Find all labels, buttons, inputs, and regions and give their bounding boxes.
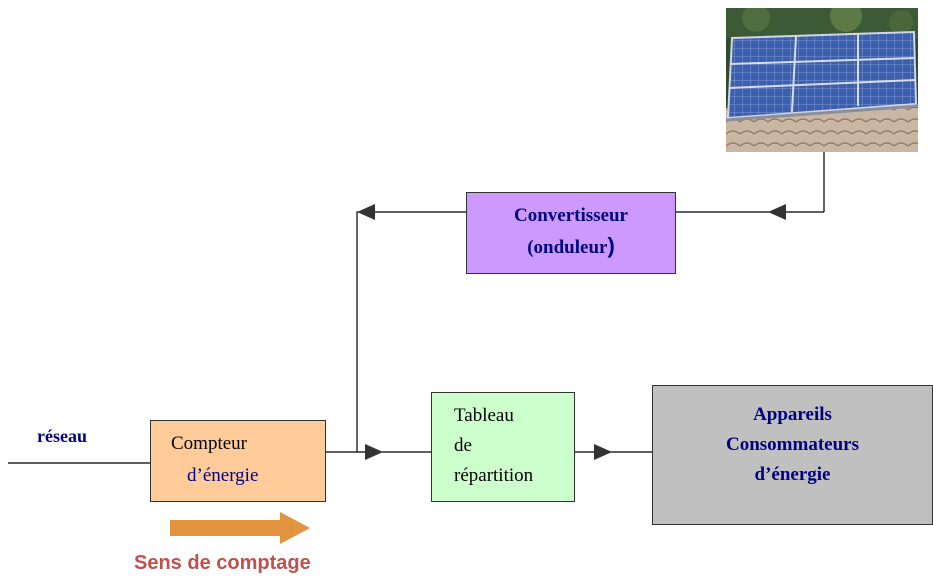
convertisseur-line2: (onduleur) <box>527 233 615 258</box>
arrow-to-tableau <box>365 444 383 460</box>
arrow-to-left <box>357 204 375 220</box>
appareils-line3: d’énergie <box>754 464 831 485</box>
tableau-line1: Tableau <box>454 405 514 426</box>
compteur-line2: d’énergie <box>187 465 259 486</box>
tableau-line3: répartition <box>454 465 534 486</box>
appareils-line1: Appareils <box>753 404 832 425</box>
tableau-box: Tableau de répartition <box>431 392 575 502</box>
compteur-box: Compteur d’énergie <box>150 420 326 502</box>
reseau-label: réseau <box>37 426 87 446</box>
solar-panel-photo <box>726 8 918 152</box>
appareils-box: Appareils Consommateurs d’énergie <box>652 385 933 525</box>
appareils-line2: Consommateurs <box>726 434 859 455</box>
convertisseur-line1: Convertisseur <box>514 205 628 226</box>
comptage-arrow <box>170 512 310 544</box>
arrow-into-converter <box>768 204 786 220</box>
tableau-line2: de <box>454 435 472 456</box>
comptage-label: Sens de comptage <box>134 552 311 574</box>
convertisseur-box: Convertisseur (onduleur) <box>466 192 676 274</box>
compteur-line1: Compteur <box>171 433 247 454</box>
arrow-to-appareils <box>594 444 612 460</box>
